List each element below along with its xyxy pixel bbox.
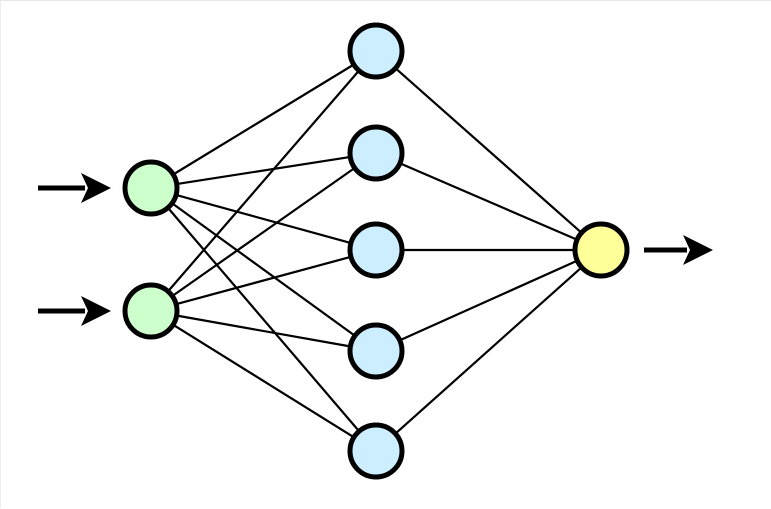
edge-i2-h2 xyxy=(170,166,357,298)
nodes-group xyxy=(122,22,630,480)
edge-i1-h4 xyxy=(170,201,357,338)
output-arrow-1 xyxy=(644,235,713,265)
input-layer xyxy=(122,159,180,340)
output-node-1[interactable] xyxy=(572,221,630,279)
edge-h5-o1 xyxy=(393,265,584,436)
edge-i2-h1 xyxy=(166,68,361,294)
input-arrow-2-head xyxy=(81,296,111,326)
input-arrow-1 xyxy=(38,173,111,203)
input-node-2[interactable] xyxy=(122,282,180,340)
hidden-node-5[interactable] xyxy=(347,422,405,480)
edge-i2-h3 xyxy=(174,255,353,306)
edge-i1-h2 xyxy=(174,155,353,186)
hidden-node-1[interactable] xyxy=(347,22,405,80)
edge-i1-h1 xyxy=(171,62,356,177)
io-arrows-group xyxy=(38,173,713,326)
edge-i1-h5 xyxy=(166,205,361,434)
input-node-1[interactable] xyxy=(122,159,180,217)
hidden-node-4[interactable] xyxy=(347,322,405,380)
edges-group xyxy=(166,62,584,439)
edge-h4-o1 xyxy=(397,259,580,342)
hidden-node-2[interactable] xyxy=(347,124,405,182)
edge-i2-h5 xyxy=(171,323,356,439)
hidden-node-3[interactable] xyxy=(347,221,405,279)
output-layer xyxy=(572,221,630,279)
input-arrow-1-head xyxy=(81,173,111,203)
edge-i1-h3 xyxy=(174,193,353,245)
hidden-layer xyxy=(347,22,405,480)
edge-i2-h4 xyxy=(174,314,353,348)
edge-h1-o1 xyxy=(393,66,584,235)
edge-h2-o1 xyxy=(397,161,580,242)
input-arrow-2 xyxy=(38,296,111,326)
output-arrow-1-head xyxy=(683,235,713,265)
